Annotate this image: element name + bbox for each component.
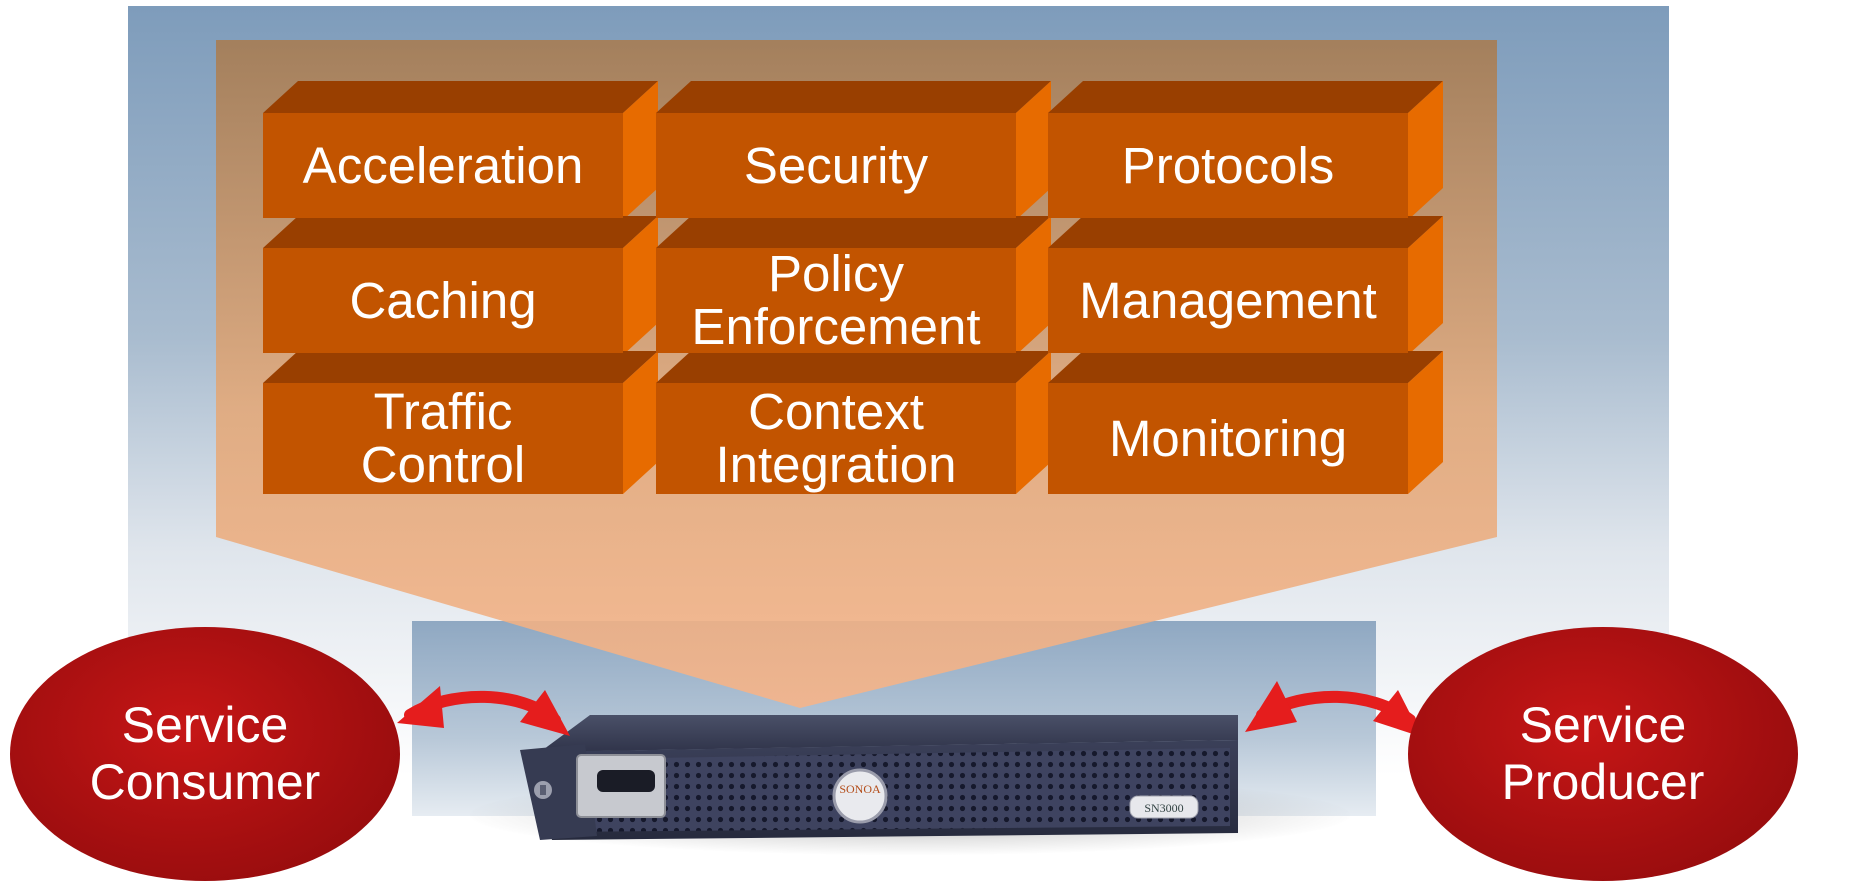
capability-block-monitoring: Monitoring	[1048, 383, 1408, 494]
capability-label: Monitoring	[1108, 409, 1348, 467]
bidirectional-arrow-icon	[1245, 681, 1422, 737]
capability-label: Caching	[349, 271, 537, 329]
capability-label: Management	[1079, 271, 1377, 329]
capability-label: Acceleration	[302, 136, 584, 194]
device-logo: SONOA	[839, 782, 881, 796]
capability-block-protocols: Protocols	[1048, 113, 1408, 218]
capability-label: Protocols	[1121, 136, 1335, 194]
capability-label: Security	[743, 136, 929, 194]
bidirectional-arrow-icon	[397, 686, 570, 736]
capability-block-management: Management	[1048, 248, 1408, 353]
capability-block-caching: Caching	[263, 248, 623, 353]
capability-block-security: Security	[656, 113, 1016, 218]
device-model-label: SN3000	[1144, 801, 1183, 815]
capability-block-acceleration: Acceleration	[263, 113, 623, 218]
